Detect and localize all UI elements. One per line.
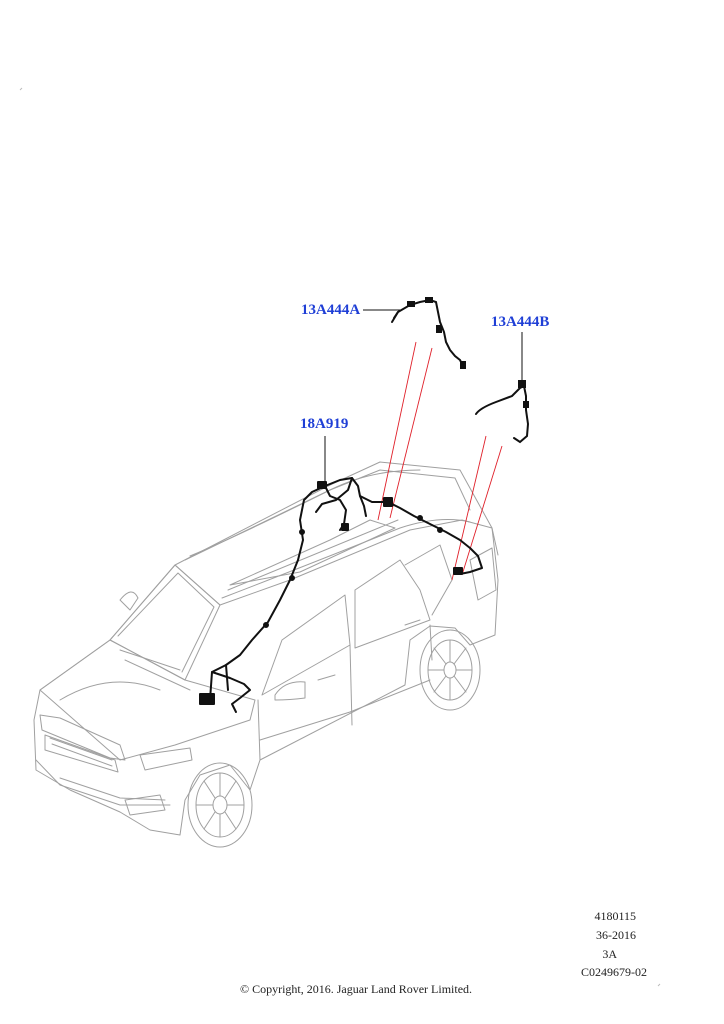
callout-13a444b[interactable]: 13A444B	[491, 314, 550, 330]
windshield	[109, 564, 221, 681]
side-window-rear	[354, 559, 431, 649]
roof-rail-right	[221, 519, 471, 599]
harness-13a444b[interactable]	[475, 380, 530, 444]
front-grille	[44, 734, 119, 773]
roof-rail-left	[189, 469, 421, 557]
front-wheel	[187, 762, 253, 848]
leader-red-b2	[461, 445, 503, 576]
doc-reference: C0249679-02	[581, 965, 647, 979]
rear-wheel	[419, 629, 481, 711]
leader-red-a1	[377, 341, 417, 521]
leader-red-b1	[451, 435, 487, 581]
side-mirror	[274, 681, 306, 701]
harness-13a444a[interactable]	[391, 297, 466, 369]
leader-red-a2	[389, 347, 433, 519]
vehicle-body	[33, 461, 499, 836]
doc-number: 4180115	[594, 909, 636, 923]
harness-18a919[interactable]	[199, 477, 483, 713]
headlight	[39, 714, 126, 761]
side-window-front	[261, 594, 351, 696]
doc-date-code: 36-2016	[596, 928, 636, 942]
callout-18a919[interactable]: 18A919	[300, 416, 349, 432]
doc-revision: 3A	[602, 947, 617, 961]
copyright-notice: © Copyright, 2016. Jaguar Land Rover Lim…	[239, 982, 473, 996]
callout-leaders	[324, 309, 523, 484]
red-leader-lines	[377, 341, 503, 581]
callout-13a444a[interactable]: 13A444A	[301, 302, 361, 318]
vehicle-outline	[33, 461, 499, 848]
hood	[39, 639, 256, 761]
